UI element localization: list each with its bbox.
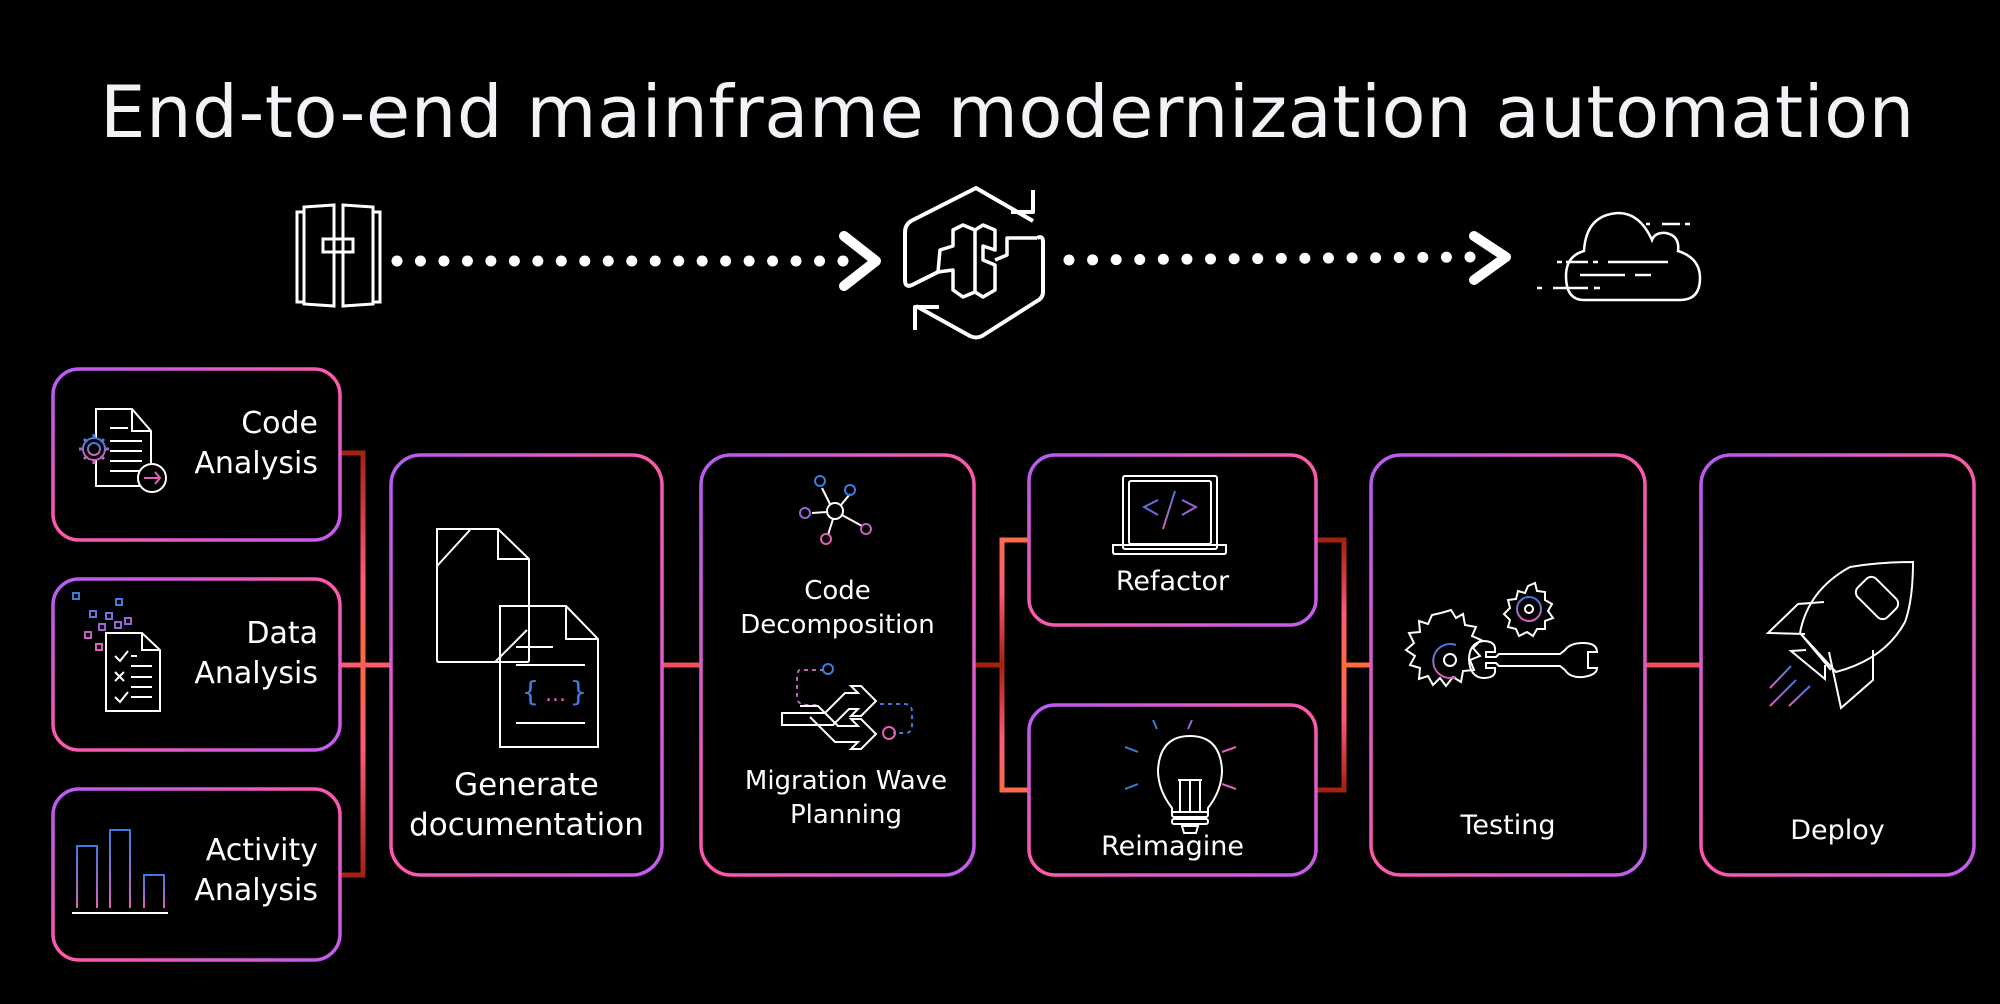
connector-dot [1063, 254, 1075, 266]
connector-dot [837, 255, 849, 267]
document-gear-icon [79, 408, 167, 493]
connector-dot [1275, 252, 1287, 264]
label-line: Decomposition [740, 610, 935, 640]
documents-code-icon: { ... } [436, 528, 599, 748]
connector-dot [1087, 254, 1099, 266]
connector-dot [485, 255, 497, 267]
dotted-arrow-1 [391, 231, 881, 291]
arrow-head-icon [1469, 231, 1511, 285]
connector-dot [414, 255, 426, 267]
cloud-icon [1537, 211, 1702, 302]
connector-dot [626, 255, 638, 267]
label-line: Analysis [194, 446, 318, 481]
connector-dot [1417, 251, 1429, 263]
svg-text:...: ... [545, 682, 566, 707]
network-hub-icon [799, 475, 872, 545]
connector-dot [461, 255, 473, 267]
connector-dot [532, 255, 544, 267]
connector-dot [720, 255, 732, 267]
data-analysis-label: Data Analysis [170, 614, 318, 694]
connector-dot [696, 255, 708, 267]
gears-wrench-icon [1404, 581, 1599, 688]
connector-decomposition-to-refactor-reimagine [974, 537, 1029, 793]
step-box-refactor[interactable] [1027, 453, 1318, 627]
connector-dot [1393, 252, 1405, 264]
connector-dot [508, 255, 520, 267]
refactor-label: Refactor [1115, 566, 1230, 597]
label-line: Generate [454, 767, 599, 803]
generate-documentation-label: Generate documentation [391, 765, 662, 845]
label-line: Code [241, 406, 318, 441]
lightbulb-icon [1124, 719, 1237, 834]
connector-dot [555, 255, 567, 267]
connector-analysis-to-documentation [340, 450, 390, 878]
step-box-activity-analysis[interactable] [51, 787, 342, 962]
connector-refactor-reimagine-to-testing [1316, 537, 1371, 793]
split-arrows-icon [781, 663, 913, 750]
connector-dot [1228, 253, 1240, 265]
label-line: Activity [205, 833, 318, 868]
step-box-code-decomposition[interactable] [699, 453, 976, 877]
checklist-document-icon [72, 592, 161, 712]
label-line: Migration Wave [744, 766, 948, 796]
laptop-code-icon [1112, 475, 1227, 555]
connector-dot [767, 255, 779, 267]
transformation-cycle-icon [903, 186, 1045, 340]
reimagine-label: Reimagine [1101, 831, 1244, 862]
connector-dot [1464, 251, 1476, 263]
mainframe-icon [295, 203, 382, 308]
label-line: documentation [409, 807, 644, 843]
step-box-reimagine[interactable] [1027, 703, 1318, 877]
page-title: End-to-end mainframe modernization autom… [100, 70, 1915, 154]
connector-dot [1205, 253, 1217, 265]
label-line: Analysis [194, 873, 318, 908]
arrow-head-icon [839, 231, 881, 291]
connector-dot [1252, 253, 1264, 265]
label-line: Data [246, 616, 318, 651]
connector-dot [790, 255, 802, 267]
connector-dot [673, 255, 685, 267]
bar-chart-icon [72, 829, 168, 914]
connector-dot [743, 255, 755, 267]
connector-dot [814, 255, 826, 267]
step-box-deploy[interactable] [1699, 453, 1976, 877]
svg-text:{: { [522, 675, 539, 708]
migration-wave-planning-label: Migration Wave Planning [701, 764, 991, 832]
connector-dot [1322, 252, 1334, 264]
connector-dot [1346, 252, 1358, 264]
connector-dot [1134, 253, 1146, 265]
label-line: Code [804, 576, 871, 606]
step-box-code-analysis[interactable] [51, 367, 342, 542]
dotted-arrow-2 [1063, 231, 1511, 285]
label-line: Planning [790, 800, 902, 830]
deploy-label: Deploy [1790, 815, 1885, 846]
svg-text:}: } [570, 675, 587, 708]
connector-dot [1370, 252, 1382, 264]
connector-dot [391, 255, 403, 267]
connector-dot [1440, 251, 1452, 263]
connector-dot [1181, 253, 1193, 265]
connector-dot [602, 255, 614, 267]
connector-dot [438, 255, 450, 267]
testing-label: Testing [1460, 810, 1556, 841]
label-line: Analysis [194, 656, 318, 691]
connector-dot [649, 255, 661, 267]
connector-dot [1110, 254, 1122, 266]
connector-dot [1299, 252, 1311, 264]
activity-analysis-label: Activity Analysis [170, 831, 318, 911]
code-decomposition-label: Code Decomposition [701, 574, 974, 642]
rocket-icon [1765, 560, 1915, 710]
code-analysis-label: Code Analysis [170, 404, 318, 484]
connector-dot [579, 255, 591, 267]
connector-dot [1157, 253, 1169, 265]
